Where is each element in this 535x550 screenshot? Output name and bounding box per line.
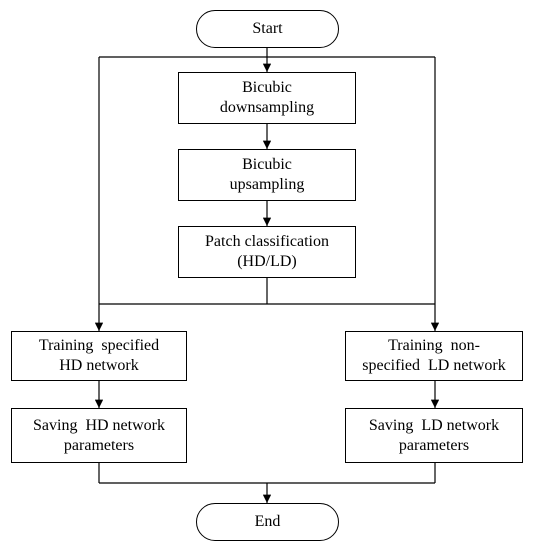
down-line-2: downsampling [219, 99, 315, 116]
train-hd-line-1: Training specified [38, 337, 160, 354]
bicubic-downsampling-box: Bicubic downsampling [178, 72, 356, 124]
save-ld-line-1: Saving LD network [368, 416, 500, 434]
saving-hd-box: Saving HD network parameters [11, 408, 187, 463]
train-hd-line-2: HD network [59, 357, 139, 374]
start-label: Start [252, 20, 283, 37]
down-line-1: Bicubic [242, 79, 292, 96]
train-ld-line-2: specified LD network [362, 357, 506, 374]
up-line-2: upsampling [229, 176, 305, 193]
classify-line-2: (HD/LD) [237, 253, 297, 270]
training-hd-box: Training specified HD network [11, 331, 187, 381]
training-ld-box: Training non- specified LD network [345, 331, 523, 381]
up-line-1: Bicubic [242, 156, 292, 173]
save-hd-line-1: Saving HD network [33, 416, 165, 434]
end-label: End [254, 513, 281, 530]
patch-classification-box: Patch classification (HD/LD) [178, 226, 356, 278]
end-terminal: End [196, 503, 339, 541]
classify-line-1: Patch classification [205, 233, 329, 250]
save-ld-line-2: parameters [398, 436, 470, 454]
bicubic-upsampling-box: Bicubic upsampling [178, 149, 356, 201]
train-ld-line-1: Training non- [388, 337, 480, 354]
start-terminal: Start [196, 10, 339, 48]
save-hd-line-2: parameters [63, 436, 135, 454]
saving-ld-box: Saving LD network parameters [345, 408, 523, 463]
